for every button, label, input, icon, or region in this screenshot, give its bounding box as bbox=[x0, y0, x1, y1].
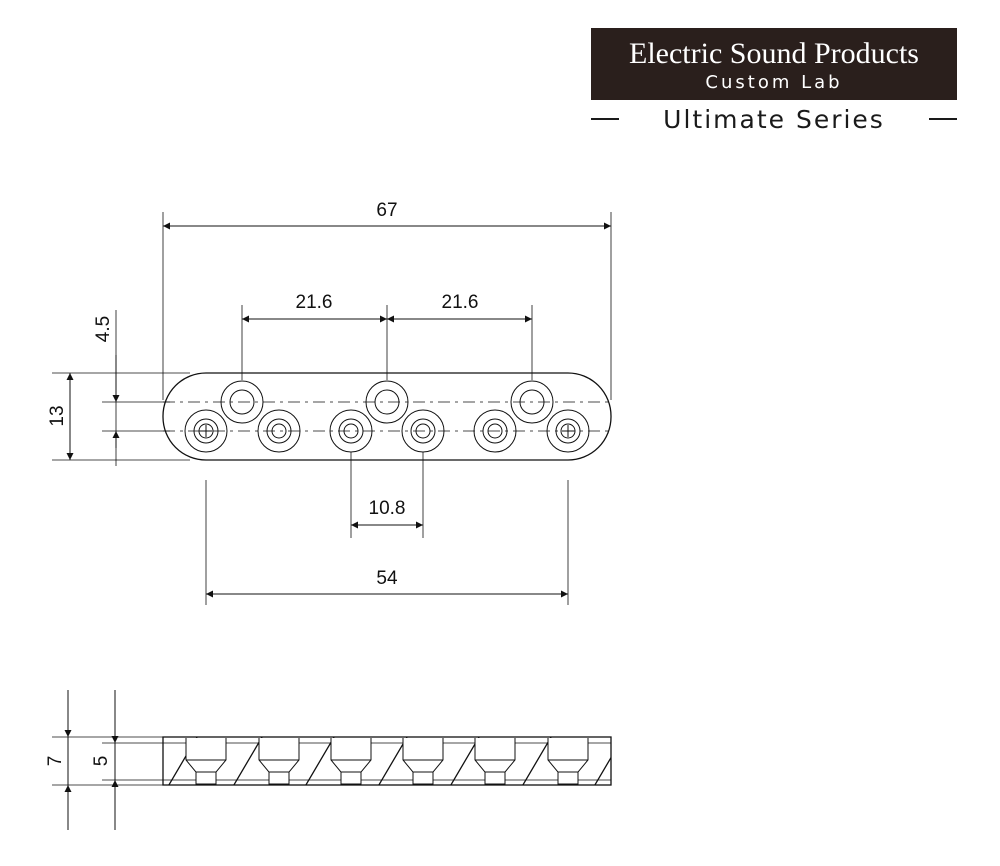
side-view bbox=[162, 736, 612, 786]
centerlines bbox=[163, 401, 611, 432]
dim-side-height: 7 bbox=[45, 756, 66, 767]
lower-hole-5 bbox=[473, 409, 517, 453]
dim-width: 13 bbox=[47, 405, 68, 426]
side-hole-1 bbox=[185, 738, 227, 785]
brand-subtitle: Custom Lab bbox=[705, 72, 843, 93]
dim-upper-spacing-left: 21.6 bbox=[296, 292, 333, 313]
series-name: Ultimate Series bbox=[663, 104, 885, 134]
dim-upper-spacing-right: 21.6 bbox=[442, 292, 479, 313]
brand-logo: Electric Sound Products Custom Lab bbox=[591, 28, 957, 100]
dim-overall-length: 67 bbox=[376, 200, 397, 221]
dimension-lines bbox=[66, 222, 611, 598]
dim-offset: 4.5 bbox=[93, 316, 114, 342]
side-dimension-lines bbox=[64, 690, 119, 830]
upper-hole-center bbox=[365, 380, 409, 424]
dim-side-depth: 5 bbox=[91, 756, 112, 767]
side-hole-2 bbox=[258, 738, 300, 785]
extension-lines bbox=[52, 212, 612, 605]
lower-hole-2 bbox=[257, 409, 301, 453]
lower-hole-6 bbox=[546, 409, 590, 453]
series-dash-right bbox=[929, 118, 957, 120]
side-hole-5 bbox=[474, 738, 516, 785]
upper-hole-left bbox=[220, 380, 264, 424]
dim-lower-spacing: 10.8 bbox=[369, 498, 406, 519]
side-hole-3 bbox=[330, 738, 372, 785]
dim-outer-span: 54 bbox=[376, 568, 398, 589]
side-hole-6 bbox=[547, 738, 589, 785]
series-banner: Ultimate Series bbox=[591, 104, 957, 134]
side-hole-4 bbox=[402, 738, 444, 785]
top-view-plate bbox=[162, 372, 612, 461]
upper-hole-right bbox=[510, 380, 554, 424]
brand-name: Electric Sound Products bbox=[629, 37, 919, 70]
lower-hole-1 bbox=[184, 409, 228, 453]
series-dash-left bbox=[591, 118, 619, 120]
